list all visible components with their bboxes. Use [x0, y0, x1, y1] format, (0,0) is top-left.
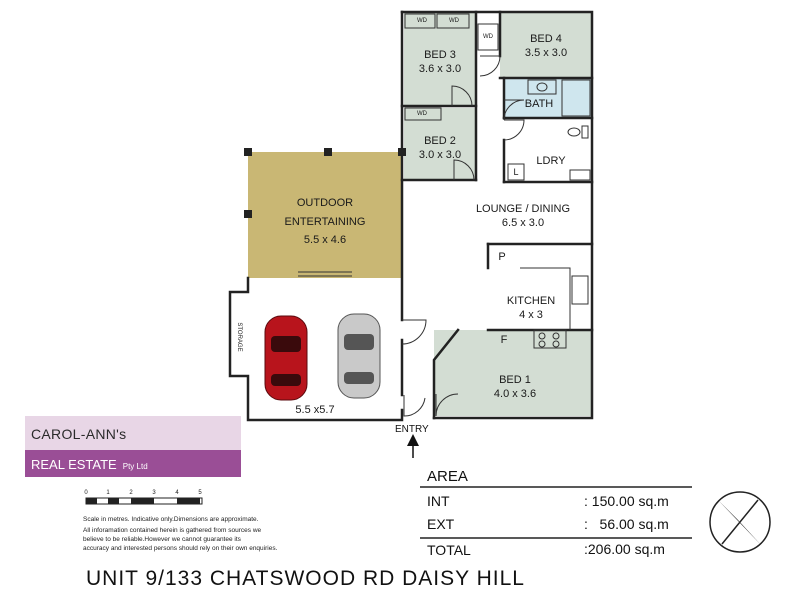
outdoor-name1: OUTDOOR — [296, 197, 354, 209]
silver-car-icon — [337, 313, 381, 399]
brand-banner-top — [25, 416, 241, 450]
scale-tick-label: 0 — [84, 490, 88, 496]
area-total-value: :206.00 sq.m — [584, 541, 665, 557]
post — [244, 148, 252, 156]
bed4-name: BED 4 — [530, 33, 562, 45]
area-int-label: INT — [427, 493, 450, 509]
ldry-name: LDRY — [536, 155, 566, 167]
door-ldry — [503, 119, 525, 141]
bath-vanity — [527, 79, 557, 95]
scale-tick-label: 4 — [175, 490, 179, 496]
kitchen-name: KITCHEN — [506, 295, 556, 307]
scale-bar — [85, 497, 203, 505]
scale-tick-label: 3 — [152, 490, 156, 496]
door-bath — [503, 99, 525, 121]
wall-outer-east — [400, 10, 594, 420]
north-arrow-icon — [709, 491, 771, 553]
brand-banner-bottom — [25, 450, 241, 477]
laundry-linen — [507, 163, 525, 181]
entry-label: ENTRY — [395, 424, 429, 435]
lounge-dims: 6.5 x 3.0 — [501, 217, 545, 229]
bed4-floor — [500, 12, 592, 78]
burner — [538, 332, 546, 340]
lounge-name: LOUNGE / DINING — [475, 203, 571, 215]
door-bed1 — [435, 393, 459, 417]
outdoor-floor — [248, 152, 402, 278]
outdoor-name2: ENTERTAINING — [284, 216, 366, 228]
wall-bed1 — [432, 328, 460, 420]
burner — [552, 340, 560, 348]
disclaimer-line: believe to be reliable.However we cannot… — [83, 536, 241, 543]
post — [398, 148, 406, 156]
bed3-name: BED 3 — [424, 49, 456, 61]
wd-label: WD — [483, 34, 493, 40]
garage-storage: STORAGE — [236, 322, 242, 352]
bath-floor — [504, 78, 592, 118]
burner — [552, 332, 560, 340]
bed3-dims: 3.6 x 3.0 — [418, 63, 462, 75]
disclaimer-line: Scale in metres. Indicative only.Dimensi… — [83, 516, 259, 523]
bed1-name: BED 1 — [499, 374, 531, 386]
wardrobe-bed3-b — [436, 13, 470, 29]
property-address: UNIT 9/133 CHATSWOOD RD DAISY HILL — [86, 567, 525, 590]
pantry-label: P — [498, 251, 506, 263]
door-entry — [403, 395, 426, 417]
wd-label: WD — [449, 18, 459, 24]
kitchen-sink — [571, 275, 589, 305]
scale-tick-label: 1 — [106, 490, 110, 496]
brand-pty: Pty Ltd — [122, 462, 148, 471]
garage-dims: 5.5 x5.7 — [295, 404, 335, 416]
door-bed4 — [479, 55, 501, 77]
wardrobe-bed4 — [477, 23, 499, 51]
post — [324, 148, 332, 156]
wd-label: WD — [417, 18, 427, 24]
door-garage — [401, 319, 427, 345]
wd-label: WD — [417, 111, 427, 117]
kitchen-cooktop — [533, 329, 567, 349]
door-bed2 — [453, 159, 475, 181]
bed2-name: BED 2 — [424, 135, 456, 147]
entry-arrow-icon — [407, 434, 419, 458]
disclaimer-line: accuracy and interested persons should r… — [83, 545, 278, 552]
brand-name: CAROL-ANN's — [31, 426, 127, 442]
kitchen-dims: 4 x 3 — [519, 309, 543, 321]
toilet-cistern — [581, 125, 589, 139]
linen-label: L — [513, 167, 519, 177]
scale-tick-label: 5 — [198, 490, 202, 496]
wall-garage — [228, 276, 404, 422]
brand-subtitle: REAL ESTATE Pty Ltd — [31, 457, 148, 472]
outdoor-dims: 5.5 x 4.6 — [303, 234, 347, 246]
door-bed3 — [451, 85, 473, 107]
wardrobe-bed2 — [404, 107, 442, 121]
area-total-label: TOTAL — [427, 542, 471, 558]
fridge-label: F — [500, 334, 508, 346]
area-ext-value: : 56.00 sq.m — [584, 516, 669, 532]
laundry-tub — [569, 169, 591, 181]
area-ext-label: EXT — [427, 516, 455, 532]
post — [244, 210, 252, 218]
wardrobe-bed3-a — [404, 13, 436, 29]
brand-real-estate: REAL ESTATE — [31, 457, 117, 472]
toilet — [567, 127, 581, 137]
bed4-dims: 3.5 x 3.0 — [524, 47, 568, 59]
disclaimer-line: All inforamation contained herein is gat… — [83, 527, 262, 534]
area-int-value: : 150.00 sq.m — [584, 493, 669, 509]
bed1-dims: 4.0 x 3.6 — [493, 388, 537, 400]
scale-tick-label: 2 — [129, 490, 133, 496]
bath-basin — [536, 82, 548, 92]
red-car-icon — [264, 315, 308, 401]
area-title: AREA — [427, 468, 468, 485]
bath-shower — [561, 79, 591, 117]
burner — [538, 340, 546, 348]
bed2-dims: 3.0 x 3.0 — [418, 149, 462, 161]
bath-name: BATH — [524, 98, 554, 110]
kitchen-bench — [520, 267, 571, 330]
